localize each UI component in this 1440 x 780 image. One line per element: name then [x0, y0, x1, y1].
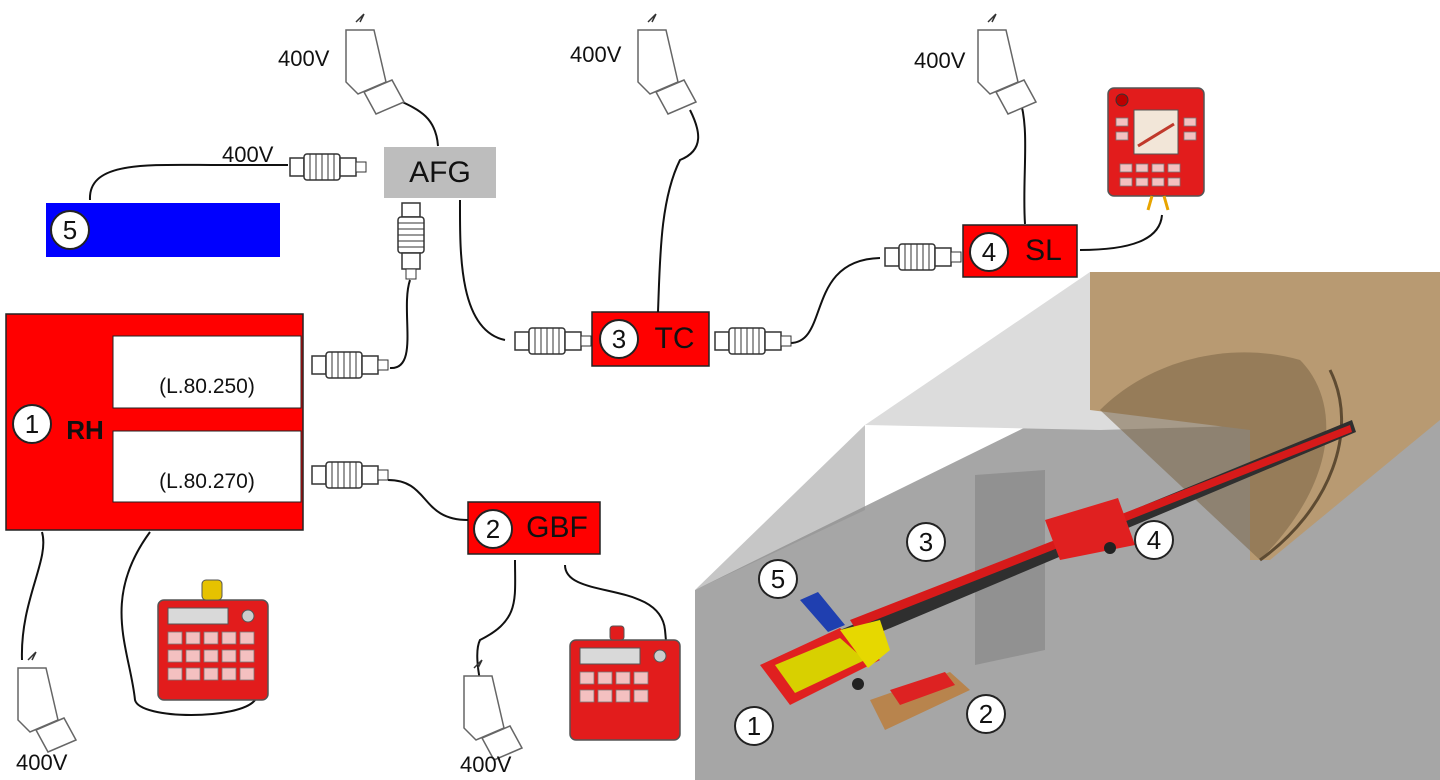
render-callout-5: 5	[758, 559, 798, 599]
render-callout-3: 3	[906, 522, 946, 562]
rh-label: RH	[66, 414, 104, 445]
voltage-afg-socket: 400V	[278, 46, 330, 71]
machine-render	[695, 272, 1440, 780]
render-callout-1: 1	[734, 706, 774, 746]
voltage-gbf-socket: 400V	[460, 752, 512, 777]
rh-sub-2: (L.80.270)	[159, 470, 255, 493]
voltage-sl-socket: 400V	[914, 48, 966, 73]
voltage-tc-socket: 400V	[570, 42, 622, 67]
rh-number: 1	[12, 404, 52, 444]
sl-label: SL	[1025, 234, 1062, 267]
tc-label: TC	[654, 322, 695, 355]
afg-label: AFG	[409, 155, 471, 189]
sl-number: 4	[969, 232, 1009, 272]
render-callout-2: 2	[966, 694, 1006, 734]
render-callout-4: 4	[1134, 520, 1174, 560]
voltage-module5: 400V	[222, 142, 274, 167]
gbf-number: 2	[473, 509, 513, 549]
tc-number: 3	[599, 319, 639, 359]
gbf-label: GBF	[526, 511, 588, 544]
module-5-number: 5	[50, 210, 90, 250]
voltage-rh-socket: 400V	[16, 750, 68, 775]
afg-box	[384, 147, 496, 198]
rh-sub-1: (L.80.250)	[159, 375, 255, 398]
